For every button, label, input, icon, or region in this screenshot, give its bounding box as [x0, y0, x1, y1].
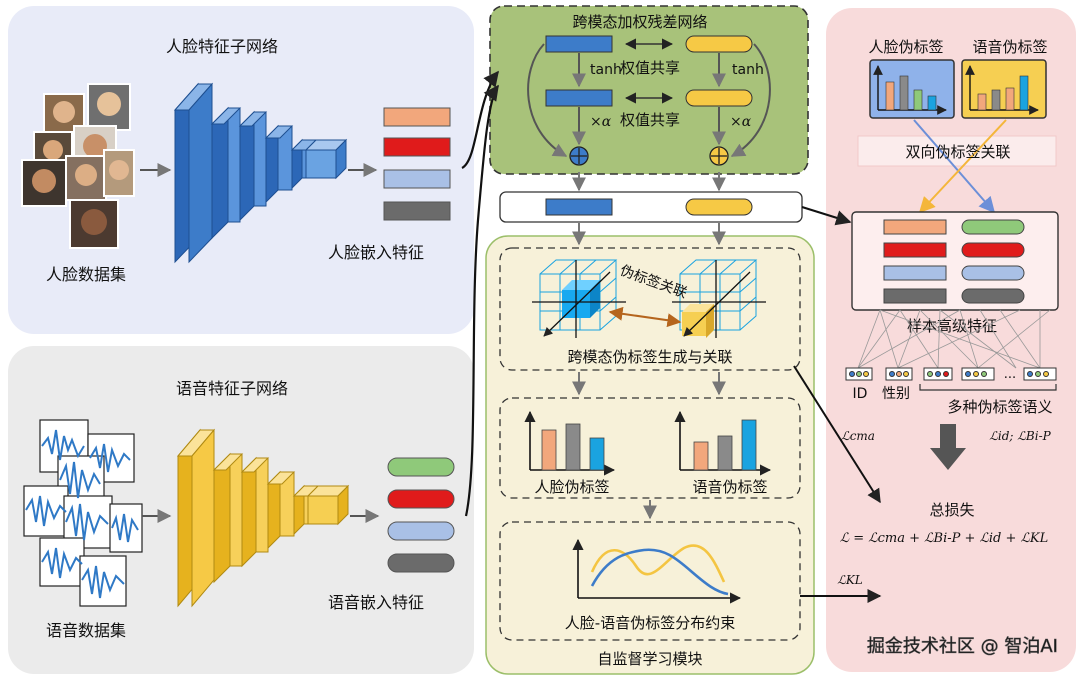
total-loss-label: 总损失 — [929, 501, 974, 519]
semantic-slots — [845, 367, 1057, 381]
high-level-label: 样本高级特征 — [907, 317, 997, 335]
pseudo-assoc-arrow — [608, 306, 682, 328]
dist-curves — [572, 538, 742, 604]
high-level-voice-bars — [961, 219, 1025, 304]
voice-dataset-label: 语音数据集 — [46, 621, 126, 640]
residual-blue-mid — [545, 89, 613, 107]
loss-cma-label: ℒcma — [841, 429, 875, 443]
face-cnn-network — [173, 82, 348, 264]
voice-cnn-network — [176, 428, 350, 608]
multi-semantic-label: 多种伪标签语义 — [947, 398, 1052, 416]
sum-right-icon — [709, 146, 729, 166]
right-face-pseudo-title: 人脸伪标签 — [868, 38, 943, 56]
residual-yellow-mid — [685, 89, 753, 107]
weight-share-2: 权值共享 — [620, 111, 680, 129]
face-dataset-label: 人脸数据集 — [46, 265, 126, 284]
voice-to-residual-arrow — [464, 84, 499, 517]
multi-semantic-brace — [919, 384, 1057, 391]
dist-box — [499, 521, 801, 641]
voice-pseudo-caption: 语音伪标签 — [692, 478, 767, 496]
voice-to-feature-arrow — [918, 119, 1007, 214]
voice-embedding-label: 语音嵌入特征 — [328, 593, 424, 612]
alpha-left: ×α — [590, 114, 612, 130]
face-to-feature-arrow — [913, 119, 996, 214]
fused-blue — [545, 198, 613, 216]
pseudo-gen-box — [499, 247, 801, 371]
skip-right — [730, 43, 771, 157]
pseudo-gen-caption: 跨模态伪标签生成与关联 — [567, 348, 732, 366]
watermark: 掘金技术社区 @ 智泊AI — [867, 636, 1058, 657]
loss-id-bip-label: ℒid; ℒBi-P — [989, 429, 1051, 443]
semantic-ellipsis: ... — [1004, 367, 1016, 382]
bidirectional-label: 双向伪标签关联 — [905, 143, 1010, 161]
fused-to-right-arrow — [801, 205, 852, 226]
right-voice-pseudo-chart — [961, 59, 1047, 119]
right-panel — [826, 8, 1076, 672]
high-level-face-bars — [883, 219, 947, 304]
residual-blue-top — [545, 35, 613, 53]
face-dataset-images — [21, 83, 135, 249]
left-cube-grid — [532, 259, 626, 338]
semantic-fanout-lines — [857, 309, 1051, 369]
tanh-right: tanh — [732, 62, 764, 78]
high-level-feature-box — [851, 211, 1059, 311]
bidirectional-box — [857, 135, 1057, 167]
face-embedding-bars — [383, 107, 451, 221]
voice-subnet-title: 语音特征子网络 — [176, 379, 288, 398]
ssl-panel — [485, 235, 815, 675]
right-face-pseudo-chart — [869, 59, 955, 119]
voice-pseudo-chart — [674, 410, 772, 476]
gender-label: 性别 — [882, 386, 910, 402]
weight-share-1: 权值共享 — [620, 59, 680, 77]
face-pseudo-chart — [524, 410, 616, 476]
voice-embedding-bars — [387, 457, 455, 573]
cma-loss-arrow — [793, 365, 881, 504]
sum-left-icon — [569, 146, 589, 166]
id-label: ID — [853, 386, 868, 402]
face-to-residual-arrow — [461, 70, 499, 169]
fused-feature-box — [499, 191, 803, 223]
ssl-title: 自监督学习模块 — [597, 650, 702, 668]
right-cube-grid — [672, 259, 766, 338]
pseudo-bar-box — [499, 397, 801, 499]
face-subnet-title: 人脸特征子网络 — [166, 37, 278, 56]
face-embedding-label: 人脸嵌入特征 — [328, 243, 424, 262]
fused-yellow — [685, 198, 753, 216]
total-loss-formula: ℒ = ℒcma + ℒBi-P + ℒid + ℒKL — [840, 531, 1048, 546]
tanh-left: tanh — [590, 62, 622, 78]
voice-dataset-images — [23, 419, 143, 607]
loss-kl-label: ℒKL — [837, 573, 863, 587]
residual-block — [489, 5, 809, 175]
residual-yellow-top — [685, 35, 753, 53]
right-voice-pseudo-title: 语音伪标签 — [972, 38, 1047, 56]
alpha-right: ×α — [730, 114, 752, 130]
skip-left — [527, 43, 568, 157]
big-down-arrow-icon — [930, 424, 966, 470]
residual-title: 跨模态加权残差网络 — [572, 13, 707, 31]
dist-caption: 人脸-语音伪标签分布约束 — [565, 614, 735, 632]
face-pseudo-caption: 人脸伪标签 — [534, 478, 609, 496]
